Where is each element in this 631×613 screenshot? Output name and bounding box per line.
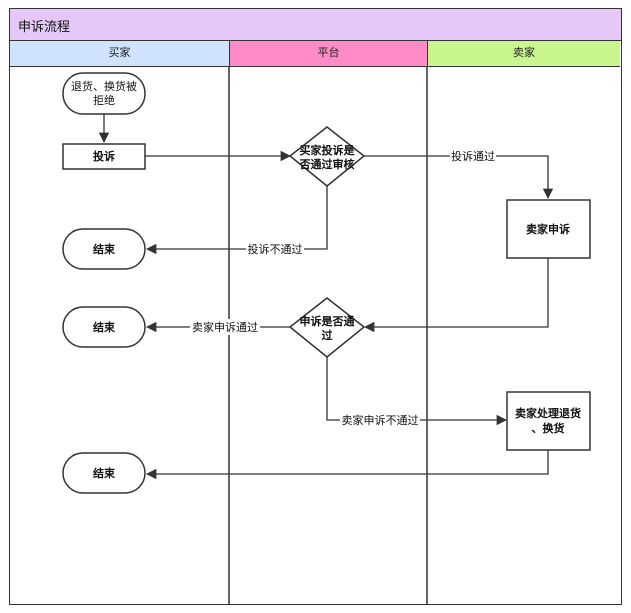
svg-text:申诉是否通: 申诉是否通 [300,314,355,328]
node-seller-handle: 卖家处理退货 、换货 [506,391,591,451]
node-end-1: 结束 [62,228,146,270]
svg-text:投诉通过: 投诉通过 [451,149,495,163]
node-seller-appeal: 卖家申诉 [506,199,591,259]
edge-review-to-seller-appeal [364,155,554,200]
edge-label-appeal-fail: 卖家申诉不通过 [340,412,420,428]
svg-text:、换货: 、换货 [532,421,565,435]
lane-header-buyer: 买家 [10,41,230,67]
diagram-title-bar: 申诉流程 [10,9,621,41]
lane-header-seller: 卖家 [428,41,620,67]
edge-seller-appeal-to-decision [363,258,549,333]
node-review-complaint: 买家投诉是 否通过审核 [288,126,366,187]
svg-text:投诉不通过: 投诉不通过 [248,242,303,256]
svg-text:卖家申诉: 卖家申诉 [526,222,570,236]
edge-decision-to-seller-handle [326,357,508,426]
lane-header-platform: 平台 [230,41,428,67]
svg-text:否通过审核: 否通过审核 [299,157,355,171]
node-appeal-pass: 申诉是否通 过 [288,297,366,358]
svg-text:结束: 结束 [92,320,116,334]
edge-label-appeal-pass: 卖家申诉通过 [190,319,260,335]
node-complain: 投诉 [62,143,146,170]
node-end-2: 结束 [62,306,146,348]
svg-text:过: 过 [322,328,333,342]
svg-text:买家投诉是: 买家投诉是 [300,143,356,157]
edge-label-complaint-pass: 投诉通过 [450,148,496,164]
edge-seller-handle-to-end3 [145,450,549,480]
swimlane-frame: 申诉流程 买家 平台 卖家 [9,8,622,605]
edge-review-to-end1 [145,186,328,255]
svg-text:结束: 结束 [92,466,116,480]
node-start: 退货、换货被 拒绝 [62,72,146,115]
svg-text:卖家申诉不通过: 卖家申诉不通过 [342,413,419,427]
svg-text:卖家处理退货: 卖家处理退货 [515,406,581,420]
svg-text:投诉: 投诉 [93,149,115,163]
svg-text:结束: 结束 [92,242,116,256]
svg-text:卖家申诉通过: 卖家申诉通过 [192,320,258,334]
svg-text:退货、换货被: 退货、换货被 [71,79,137,93]
edge-label-complaint-fail: 投诉不通过 [246,241,304,257]
node-end-3: 结束 [62,452,146,494]
diagram-title: 申诉流程 [18,20,71,35]
svg-text:拒绝: 拒绝 [93,93,115,107]
